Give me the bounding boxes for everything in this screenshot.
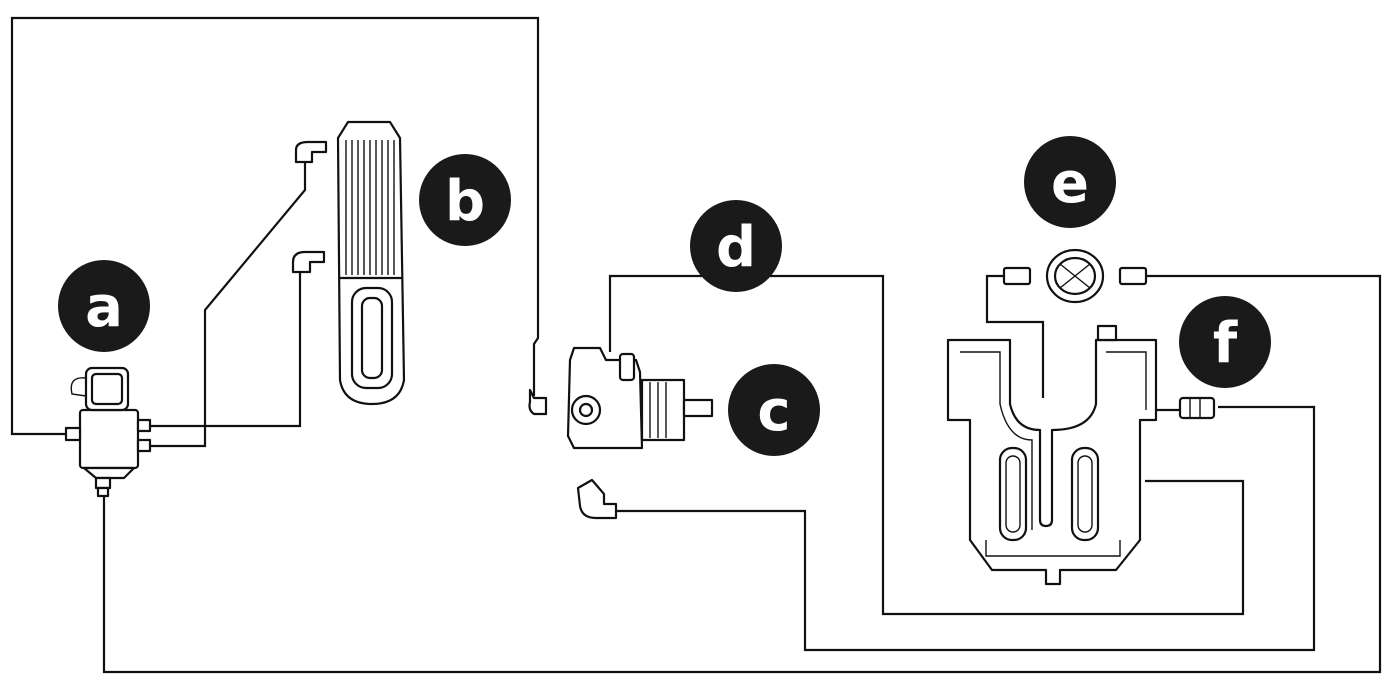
- hose-a-to-b-lower: [142, 270, 302, 428]
- hose-a-to-e: [102, 274, 1382, 674]
- label-circle-f: [1179, 296, 1271, 388]
- elbow-fitting-c-bottom: [576, 478, 618, 520]
- label-circle-e: [1024, 136, 1116, 228]
- label-badge-a: a: [58, 260, 150, 352]
- reservoir-fitting: [1178, 396, 1216, 420]
- hose-a-to-c: [10, 16, 540, 436]
- elbow-fitting-lower: [291, 250, 326, 274]
- hose-d-route: [608, 274, 1245, 616]
- label-circle-a: [58, 260, 150, 352]
- hydraulic-pump: [528, 346, 714, 450]
- filter-canister: [336, 120, 406, 406]
- hose-lines: [10, 16, 1382, 674]
- label-badge-f: f: [1179, 296, 1271, 388]
- label-e: e: [1051, 151, 1089, 216]
- label-c: c: [757, 379, 790, 444]
- label-badge-e: e: [1024, 136, 1116, 228]
- label-circle-b: [419, 154, 511, 246]
- label-b: b: [445, 169, 485, 234]
- return-valve: [1002, 248, 1148, 304]
- solenoid-valve-block: [64, 366, 152, 498]
- label-circle-c: [728, 364, 820, 456]
- label-badge-b: b: [419, 154, 511, 246]
- label-a: a: [85, 275, 123, 340]
- label-badge-d: d: [690, 200, 782, 292]
- label-badge-c: c: [728, 364, 820, 456]
- label-circle-d: [690, 200, 782, 292]
- label-f: f: [1213, 311, 1238, 376]
- hose-e-to-reservoir: [985, 274, 1045, 398]
- filter-ribs: [345, 140, 395, 275]
- hydraulic-reservoir: [946, 324, 1158, 586]
- hose-a-to-b-upper: [142, 160, 307, 448]
- elbow-fitting-upper: [294, 140, 328, 164]
- hose-c-elbow-to-f: [617, 405, 1316, 652]
- label-d: d: [716, 215, 756, 280]
